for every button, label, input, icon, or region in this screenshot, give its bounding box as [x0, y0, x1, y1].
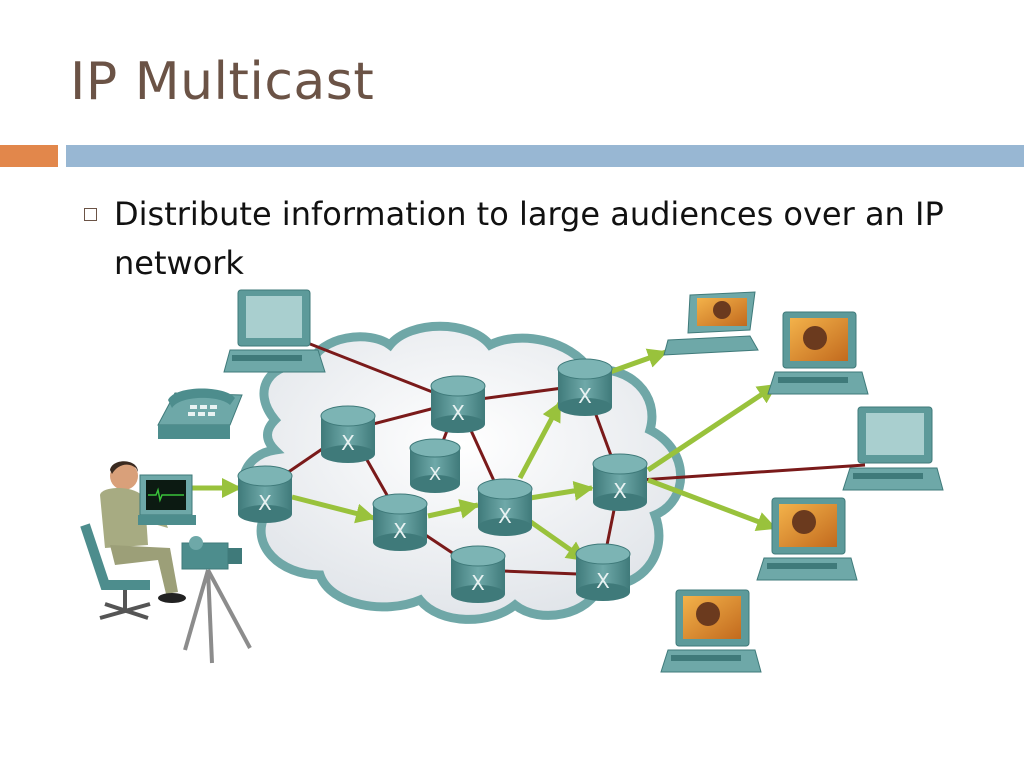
- router-icon: X: [320, 405, 376, 463]
- bullet-marker-icon: [84, 208, 97, 221]
- svg-text:X: X: [613, 479, 627, 503]
- accent-bar-blue: [66, 145, 1024, 167]
- bullet-item: Distribute information to large audience…: [114, 195, 944, 282]
- svg-text:X: X: [429, 464, 441, 485]
- monitor-receiver-icon: [842, 406, 944, 491]
- monitor-receiver-icon: [767, 311, 869, 395]
- presenter-icon: [80, 461, 196, 620]
- phone-icon: [157, 388, 243, 439]
- svg-text:X: X: [451, 401, 465, 425]
- accent-bar-orange: [0, 145, 58, 167]
- laptop-receiver-icon: [663, 291, 759, 356]
- svg-text:X: X: [471, 571, 485, 595]
- svg-text:X: X: [596, 569, 610, 593]
- router-icon: X: [372, 493, 428, 551]
- router-icon: X: [592, 453, 648, 511]
- svg-text:X: X: [341, 431, 355, 455]
- router-icon: X: [430, 375, 486, 433]
- router-icon: X: [450, 545, 506, 603]
- monitor-receiver-icon: [660, 589, 762, 673]
- svg-text:X: X: [393, 519, 407, 543]
- monitor-receiver-icon: [756, 497, 858, 581]
- svg-text:X: X: [498, 504, 512, 528]
- router-icon: X: [237, 465, 293, 523]
- router-icon: X: [575, 543, 631, 601]
- router-icon: X: [557, 358, 613, 416]
- svg-text:X: X: [258, 491, 272, 515]
- router-icon: X: [409, 438, 461, 493]
- routers: X X X X X X: [237, 358, 648, 603]
- router-icon: X: [477, 478, 533, 536]
- video-camera-icon: [181, 536, 252, 664]
- multicast-flow-arrows: [190, 348, 778, 563]
- slide-title: IP Multicast: [70, 52, 375, 112]
- workstation-icon: [223, 289, 326, 373]
- svg-text:X: X: [578, 384, 592, 408]
